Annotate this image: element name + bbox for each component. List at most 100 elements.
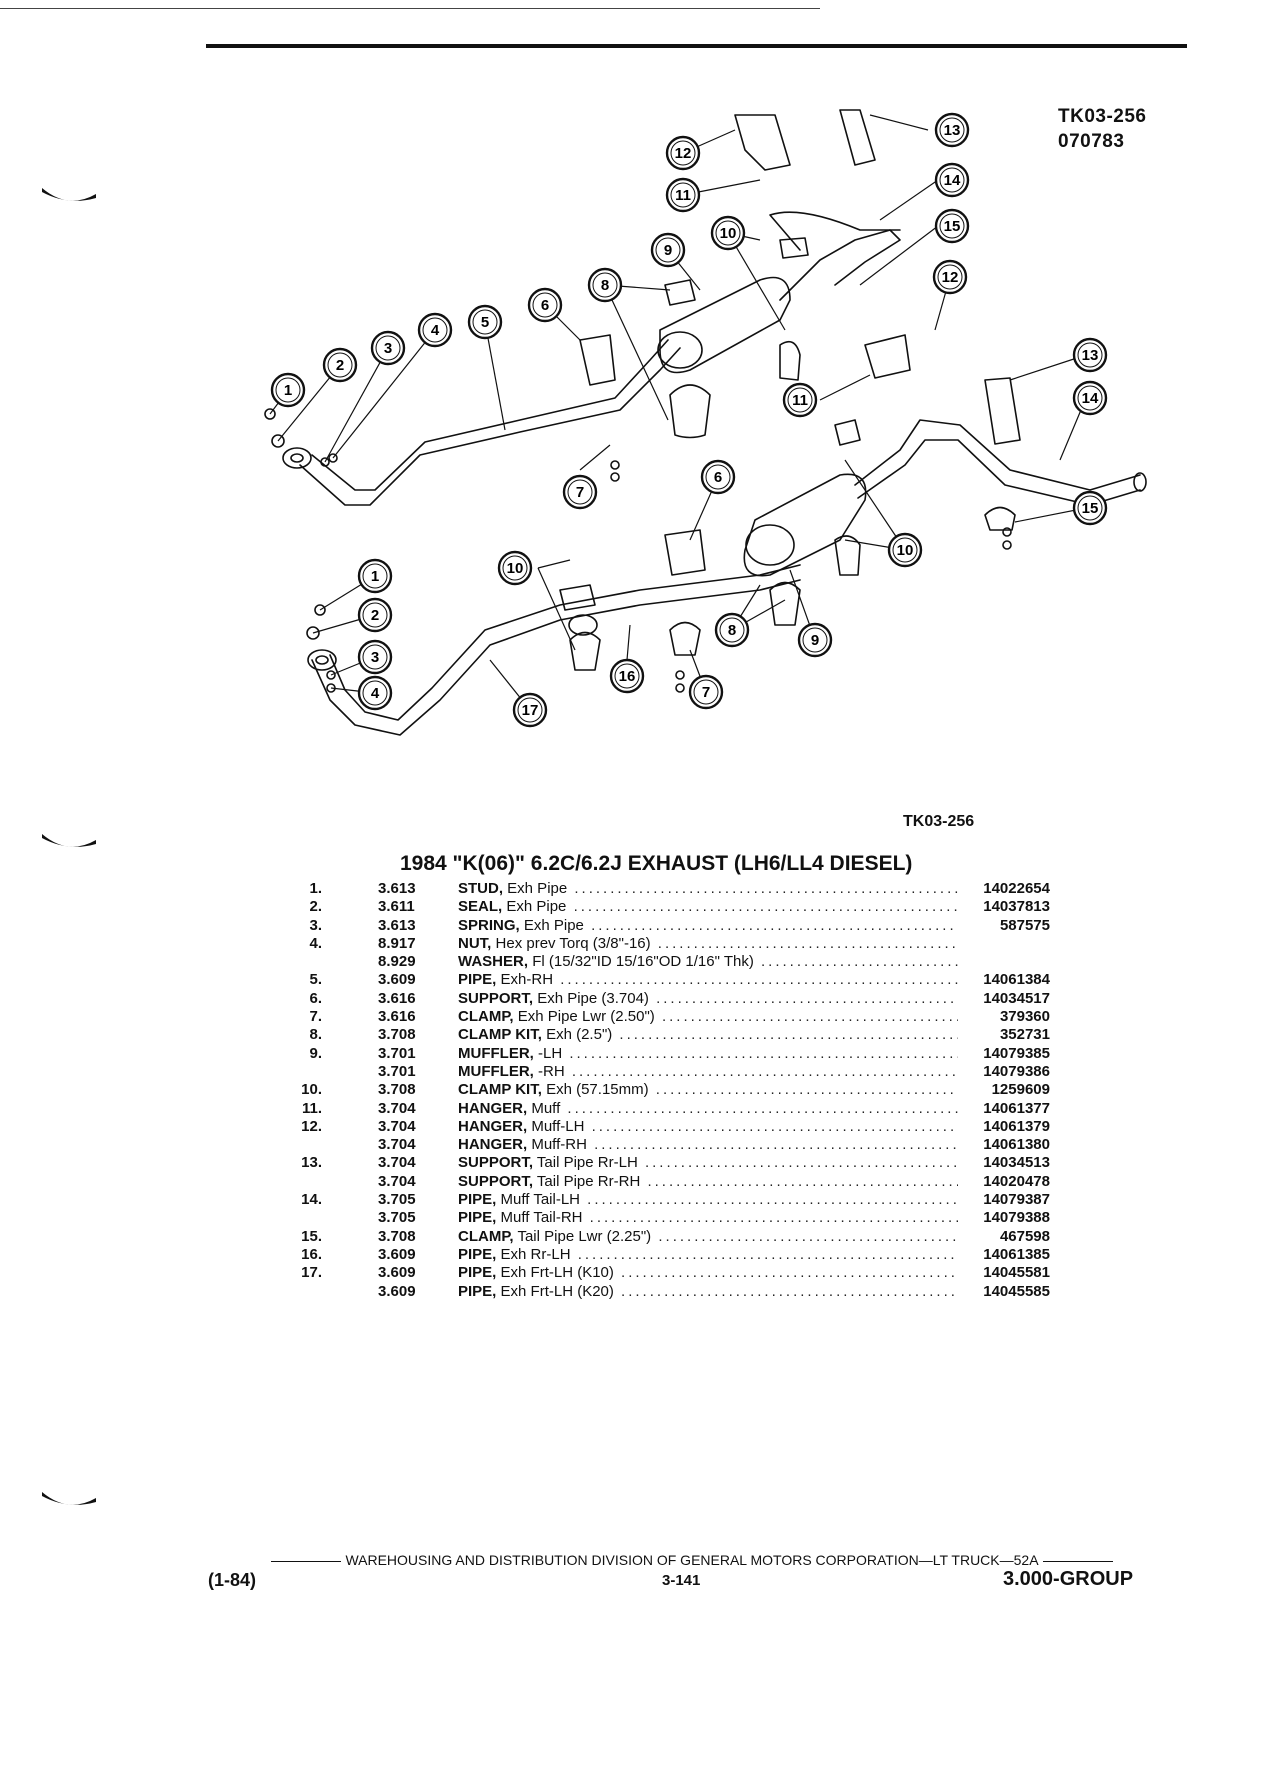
callout-label: 10 xyxy=(720,225,737,242)
part-description: MUFFLER, -LH ...........................… xyxy=(458,1045,958,1063)
callout-label: 9 xyxy=(811,632,819,649)
binder-hole-mark-top xyxy=(42,188,96,201)
part-description: PIPE, Exh Frt-LH (K10) .................… xyxy=(458,1264,958,1282)
part-number: 14079385 xyxy=(983,1044,1050,1062)
leader-dots: ........................................… xyxy=(619,1026,958,1044)
callout-label: 12 xyxy=(942,269,959,286)
callout-11: 11 xyxy=(782,382,818,418)
callout-13: 13 xyxy=(1072,337,1108,373)
part-group-code: 3.705 xyxy=(378,1209,416,1227)
part-name: PIPE, xyxy=(458,971,497,989)
leader-dots: ........................................… xyxy=(577,1245,958,1263)
part-group-code: 3.708 xyxy=(378,1227,416,1245)
callout-10: 10 xyxy=(497,550,533,586)
part-description: MUFFLER, -RH ...........................… xyxy=(458,1063,958,1081)
callout-label: 8 xyxy=(601,277,609,294)
part-name: SEAL, xyxy=(458,898,503,916)
part-description: HANGER, Muff-LH ........................… xyxy=(458,1118,958,1136)
callout-label: 15 xyxy=(944,218,961,235)
callout-label: 14 xyxy=(1082,390,1099,407)
leader-dots: ........................................… xyxy=(571,1062,958,1080)
leader-dots: ........................................… xyxy=(574,880,958,897)
callout-label: 8 xyxy=(728,622,736,639)
callout-9: 9 xyxy=(650,232,686,268)
flange-rh-drawing xyxy=(282,447,312,469)
part-name: CLAMP, xyxy=(458,1227,514,1245)
part-detail: Muff Tail-RH xyxy=(500,1209,583,1227)
callout-label: 7 xyxy=(702,684,710,701)
callout-label: 11 xyxy=(675,187,691,204)
part-group-code: 3.609 xyxy=(378,971,416,989)
part-number: 14061379 xyxy=(983,1117,1050,1135)
part-description: NUT, Hex prev Torq (3/8"-16) ...........… xyxy=(458,935,958,953)
figure-date: 070783 xyxy=(1058,131,1125,152)
callout-label: 3 xyxy=(371,649,379,666)
part-group-code: 3.613 xyxy=(378,916,416,934)
part-number: 587575 xyxy=(999,916,1050,934)
leader-dots: ........................................… xyxy=(594,1136,958,1154)
part-number: 14061384 xyxy=(983,971,1050,989)
callout-1: 1 xyxy=(270,372,306,408)
callout-label: 4 xyxy=(371,685,380,702)
part-number-index: 6. xyxy=(309,989,322,1007)
part-description: STUD, Exh Pipe .........................… xyxy=(458,880,958,898)
part-description: PIPE, Exh Rr-LH ........................… xyxy=(458,1246,958,1264)
part-group-code: 3.701 xyxy=(378,1062,416,1080)
part-group-code: 3.704 xyxy=(378,1136,416,1154)
part-detail: Muff xyxy=(531,1099,561,1117)
leader-dots: ........................................… xyxy=(587,1191,958,1209)
binder-hole-mark-middle xyxy=(42,834,96,847)
leader-dots: ........................................… xyxy=(569,1044,958,1062)
muffler-rh-drawing xyxy=(743,473,867,577)
callout-label: 6 xyxy=(714,469,722,486)
part-name: HANGER, xyxy=(458,1117,528,1135)
part-description: PIPE, Exh Frt-LH (K20) .................… xyxy=(458,1283,958,1301)
part-group-code: 3.609 xyxy=(378,1245,416,1263)
part-group-code: 8.929 xyxy=(378,953,416,971)
callout-6: 6 xyxy=(527,287,563,323)
part-number-index: 13. xyxy=(301,1154,322,1172)
callout-label: 6 xyxy=(541,297,549,314)
part-number: 14037813 xyxy=(983,898,1050,916)
callout-label: 15 xyxy=(1082,500,1099,517)
callout-label: 13 xyxy=(944,122,961,139)
part-detail: Muff Tail-LH xyxy=(500,1191,581,1209)
part-detail: Tail Pipe Lwr (2.25") xyxy=(517,1227,652,1245)
callout-8: 8 xyxy=(587,267,623,303)
part-number: 14034513 xyxy=(983,1154,1050,1172)
callout-4: 4 xyxy=(357,675,393,711)
callout-label: 11 xyxy=(792,392,808,409)
part-description: HANGER, Muff ...........................… xyxy=(458,1100,958,1118)
pipe-exh-frt-lh-drawing xyxy=(311,579,801,736)
leader-dots: ........................................… xyxy=(591,916,958,934)
footer-line: WAREHOUSING AND DISTRIBUTION DIVISION OF… xyxy=(220,1552,1164,1568)
part-detail: Exh Pipe Lwr (2.50") xyxy=(517,1008,655,1026)
part-group-code: 3.701 xyxy=(378,1044,416,1062)
callout-17: 17 xyxy=(512,692,548,728)
callout-3: 3 xyxy=(370,330,406,366)
part-description: HANGER, Muff-RH ........................… xyxy=(458,1136,958,1154)
part-number-index: 8. xyxy=(309,1026,322,1044)
part-description: CLAMP, Exh Pipe Lwr (2.50") ............… xyxy=(458,1008,958,1026)
part-number: 352731 xyxy=(999,1026,1050,1044)
part-detail: Exh Pipe xyxy=(523,916,584,934)
part-detail: Hex prev Torq (3/8"-16) xyxy=(495,934,651,952)
leader-dots: ........................................… xyxy=(621,1282,958,1300)
part-number: 14020478 xyxy=(983,1172,1050,1190)
support-lower-drawing xyxy=(664,529,706,576)
part-number-index: 14. xyxy=(301,1191,322,1209)
part-name: PIPE, xyxy=(458,1282,497,1300)
callout-13: 13 xyxy=(934,112,970,148)
